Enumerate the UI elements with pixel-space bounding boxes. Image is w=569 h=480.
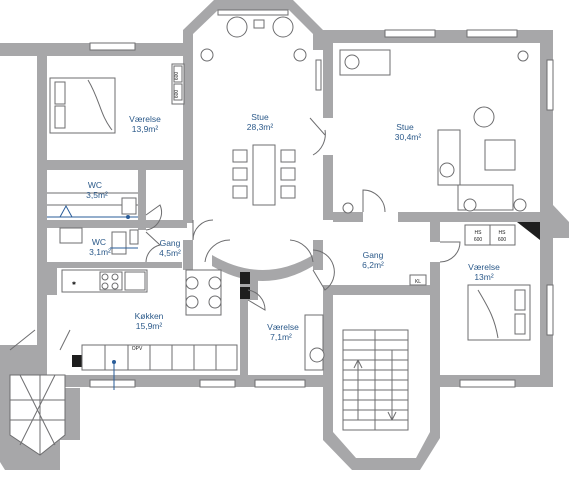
stairs (9, 329, 409, 456)
room-name-stue-2: Stue (396, 122, 414, 132)
wardrobe-labels: 600 600 (174, 72, 180, 99)
room-name-vaerelse-3: Værelse (267, 322, 299, 332)
wc-fixtures (47, 192, 138, 255)
room-labels: Værelse 13,9m² Stue 28,3m² Stue 30,4m² W… (86, 112, 500, 342)
gang-2-fixtures: KL (409, 274, 427, 286)
room-area-stue-2: 30,4m² (395, 132, 422, 142)
room-name-koekken: Køkken (135, 311, 164, 321)
room-name-gang-1: Gang (160, 238, 181, 248)
doors (145, 117, 461, 311)
kitchen-mark: ✱ (72, 281, 76, 287)
hs-right-bottom: 600 (498, 237, 507, 243)
hs-right-top: HS (499, 230, 507, 236)
room-area-gang-1: 4,5m² (159, 248, 181, 258)
room-area-vaerelse-1: 13,9m² (132, 124, 159, 134)
room-area-koekken: 15,9m² (136, 321, 163, 331)
hs-left-top: HS (475, 230, 483, 236)
wardrobe-label-1: 600 (174, 72, 180, 81)
hs-left-bottom: 600 (474, 237, 483, 243)
room-area-wc-1: 3,5m² (86, 190, 108, 200)
vaerelse-2-furniture: HS 600 HS 600 (464, 224, 531, 341)
room-name-stue-1: Stue (251, 112, 269, 122)
vaerelse-3-furniture (304, 314, 325, 371)
room-name-vaerelse-2: Værelse (468, 262, 500, 272)
gang-1-fixtures (129, 229, 139, 245)
oven-mark: OPV (132, 346, 143, 352)
room-name-vaerelse-1: Værelse (129, 114, 161, 124)
kitchen-fixtures: ✱ OPV (61, 269, 238, 390)
room-area-vaerelse-2: 13m² (474, 272, 494, 282)
room-area-vaerelse-3: 7,1m² (270, 332, 292, 342)
room-name-gang-2: Gang (363, 250, 384, 260)
bed-vaerelse-1 (49, 63, 185, 134)
room-name-wc-2: WC (92, 237, 106, 247)
room-area-stue-1: 28,3m² (247, 122, 274, 132)
wardrobe-label-2: 600 (174, 90, 180, 99)
room-area-gang-2: 6,2m² (362, 260, 384, 270)
room-area-wc-2: 3,1m² (89, 247, 111, 257)
stue-2-furniture (339, 49, 529, 214)
room-name-wc-1: WC (88, 180, 102, 190)
stue-1-furniture (200, 16, 322, 206)
windows (89, 9, 554, 388)
gang-mark: KL (415, 279, 421, 285)
